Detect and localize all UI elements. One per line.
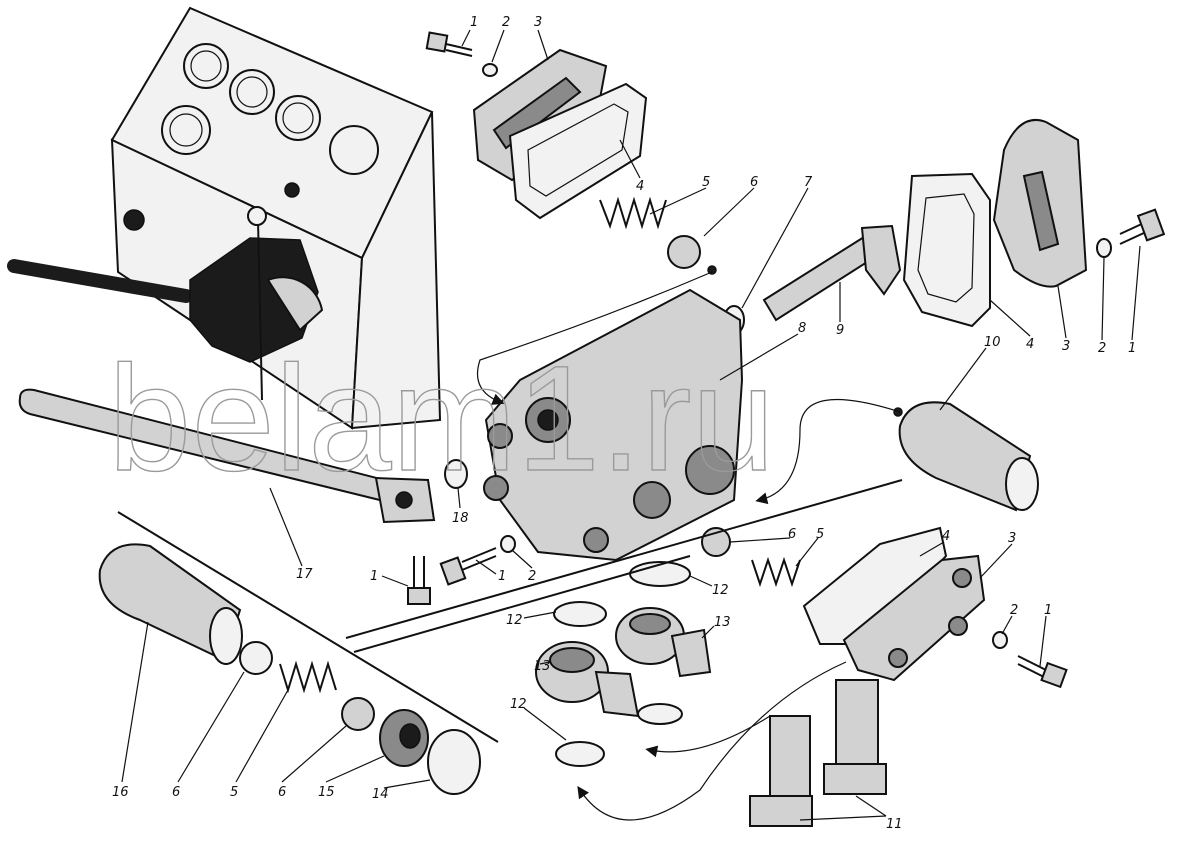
watermark-text: belam1.ru — [108, 334, 775, 502]
separator-lines — [117, 479, 903, 743]
banjo-b-part — [615, 607, 712, 678]
seal-b-part — [553, 601, 607, 627]
top-gasket-part — [508, 82, 648, 220]
label-mid-cover: 3 — [1008, 531, 1016, 546]
ring-18-part — [444, 459, 468, 489]
label-bolt-a: 1 — [370, 569, 378, 584]
label-sleeve: 10 — [984, 335, 1001, 350]
top-ball-part — [667, 235, 717, 275]
right-gasket-part — [902, 172, 991, 328]
mid-washer2-part — [992, 631, 1008, 649]
spring-low-part — [279, 660, 337, 694]
label-ring18: 18 — [452, 511, 469, 526]
label-right-washer: 2 — [1098, 341, 1106, 356]
banjo-a-part — [535, 641, 640, 718]
hand-lever-mechanism — [7, 206, 324, 401]
right-cover-part — [992, 119, 1088, 288]
mid-gasket-part — [802, 526, 948, 645]
label-ring14: 14 — [372, 787, 389, 802]
top-cover-part — [472, 48, 608, 182]
mid-washer-part — [500, 535, 516, 553]
banjo-bolt-part — [749, 679, 887, 827]
label-banjo-bolts: 11 — [886, 817, 903, 832]
sleeve-16-part — [98, 543, 243, 665]
label-top-cover: 3 — [534, 15, 542, 30]
label-ball-a: 6 — [172, 785, 180, 800]
label-top-gasket: 4 — [636, 179, 644, 194]
right-bolt-part — [1119, 208, 1166, 245]
label-spring-low: 5 — [230, 785, 238, 800]
sleeve-10-part — [893, 401, 1039, 512]
label-top-ball: 6 — [750, 175, 758, 190]
label-right-gasket: 4 — [1026, 337, 1034, 352]
label-nut15: 15 — [318, 785, 335, 800]
label-oring: 7 — [804, 175, 813, 190]
label-ball-b: 6 — [278, 785, 286, 800]
label-mid-washer: 2 — [1010, 603, 1018, 618]
ball-b-part — [341, 697, 375, 731]
label-lever: 17 — [296, 567, 313, 582]
flow-arrows — [476, 271, 901, 821]
nut-15-part — [379, 709, 429, 767]
label-mid-bolt: 1 — [1044, 603, 1052, 618]
top-spring-part — [599, 196, 667, 230]
label-top-spring: 5 — [702, 175, 710, 190]
label-banjo-b: 13 — [714, 615, 731, 630]
label-mid-ball: 6 — [788, 527, 796, 542]
mid-spring-part — [751, 556, 801, 588]
ball-a-part — [239, 641, 273, 675]
long-lever-part — [18, 388, 436, 524]
top-washer-part — [482, 63, 498, 77]
label-right-bolt: 1 — [1128, 341, 1136, 356]
label-spool: 9 — [836, 323, 844, 338]
label-seal-c: 12 — [510, 697, 527, 712]
label-mid-gasket: 4 — [942, 529, 950, 544]
label-sleeve16: 16 — [112, 785, 129, 800]
bolt-b-part — [439, 547, 497, 586]
mid-bolt-part — [1017, 655, 1068, 689]
label-top-washer: 2 — [502, 15, 510, 30]
ring-14-part — [427, 729, 481, 795]
callout-labels: 1 2 3 4 5 6 7 8 9 10 4 3 2 1 18 17 1 1 2… — [112, 15, 1136, 832]
label-bolt-b: 1 — [498, 569, 506, 584]
label-washer-mid: 2 — [528, 569, 536, 584]
label-seal-a: 12 — [712, 583, 729, 598]
bolt-a-part — [407, 556, 431, 605]
top-bolt-part — [425, 31, 473, 57]
label-seal-b: 12 — [506, 613, 523, 628]
label-mid-spring: 5 — [816, 527, 824, 542]
mid-cover-part — [842, 554, 986, 682]
valve-body-part — [483, 288, 744, 562]
label-top-bolt: 1 — [470, 15, 478, 30]
label-right-cover: 3 — [1062, 339, 1070, 354]
label-banjo-a: 13 — [534, 659, 551, 674]
right-washer-part — [1096, 238, 1112, 258]
label-body: 8 — [798, 321, 806, 336]
leader-lines — [121, 29, 1141, 821]
spool-part — [762, 224, 902, 322]
seal-c-part — [555, 703, 683, 767]
